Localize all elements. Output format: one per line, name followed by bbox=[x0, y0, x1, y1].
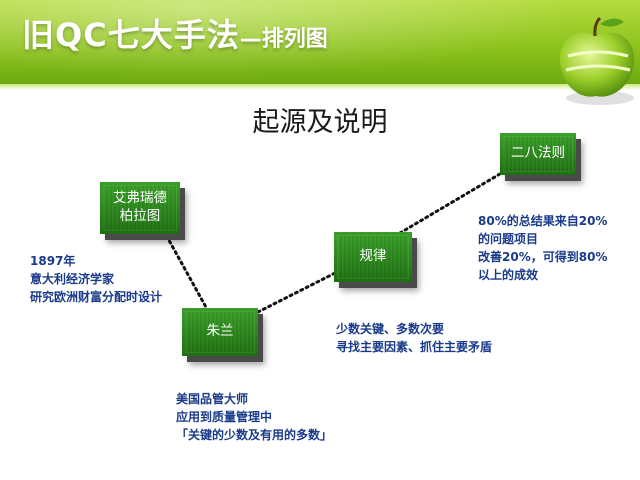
note-rule-line: 少数关键、多数次要 bbox=[336, 322, 445, 336]
note-eighty-twenty: 80%的总结果来自20% 的问题项目 改善20%，可得到80% 以上的成效 bbox=[478, 212, 607, 284]
note-eighty-twenty-line: 改善20%，可得到80% bbox=[478, 250, 608, 264]
title-main: 旧QC七大手法 bbox=[22, 16, 240, 54]
note-pareto-line: 研究欧洲财富分配时设计 bbox=[30, 290, 163, 304]
node-pareto: 艾弗瑞德 柏拉图 bbox=[100, 182, 180, 234]
note-juran-line: 美国品管大师 bbox=[176, 392, 249, 406]
note-rule-line: 寻找主要因素、抓住主要矛盾 bbox=[336, 340, 493, 354]
header-glow bbox=[0, 0, 640, 88]
note-eighty-twenty-line: 的问题项目 bbox=[478, 232, 539, 246]
title-sub: —排列图 bbox=[239, 27, 328, 52]
note-juran: 美国品管大师 应用到质量管理中 「关键的少数及有用的多数」 bbox=[176, 390, 332, 444]
connector-juran-rule bbox=[256, 266, 347, 314]
note-rule: 少数关键、多数次要 寻找主要因素、抓住主要矛盾 bbox=[336, 320, 492, 356]
node-juran: 朱兰 bbox=[182, 308, 258, 356]
section-heading: 起源及说明 bbox=[252, 107, 388, 138]
note-eighty-twenty-line: 80%的总结果来自20% bbox=[478, 214, 608, 228]
note-eighty-twenty-line: 以上的成效 bbox=[478, 268, 539, 282]
node-juran-label: 朱兰 bbox=[206, 323, 234, 340]
header-banner: 旧QC七大手法—排列图 bbox=[0, 0, 640, 88]
node-eighty-twenty-label: 二八法则 bbox=[511, 145, 565, 162]
header-divider bbox=[0, 84, 640, 90]
node-eighty-twenty: 二八法则 bbox=[500, 133, 576, 175]
note-juran-line: 「关键的少数及有用的多数」 bbox=[176, 428, 333, 442]
note-pareto: 1897年 意大利经济学家 研究欧洲财富分配时设计 bbox=[30, 252, 162, 306]
page-title: 旧QC七大手法—排列图 bbox=[22, 10, 328, 70]
node-rule-label: 规律 bbox=[359, 248, 387, 265]
note-juran-line: 应用到质量管理中 bbox=[176, 410, 273, 424]
green-apple-icon bbox=[559, 16, 635, 105]
note-pareto-line: 1897年 bbox=[30, 254, 76, 268]
note-pareto-line: 意大利经济学家 bbox=[30, 272, 115, 286]
node-rule: 规律 bbox=[334, 232, 412, 282]
connector-rule-eighty bbox=[398, 166, 512, 235]
node-pareto-label: 艾弗瑞德 柏拉图 bbox=[113, 190, 167, 224]
